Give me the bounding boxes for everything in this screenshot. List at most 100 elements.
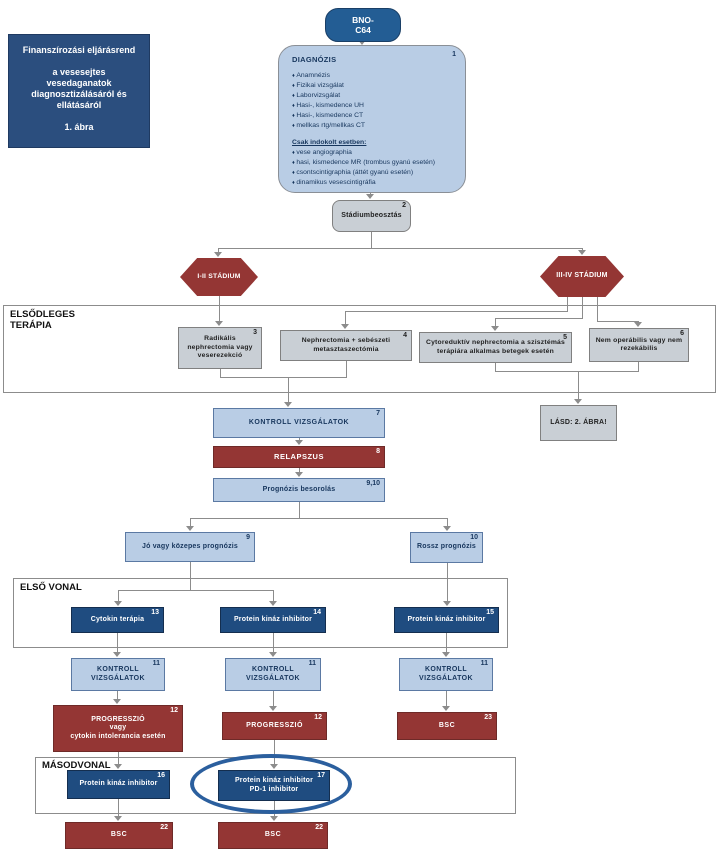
step-number: 8 xyxy=(376,448,380,455)
diagnosis-sub-bullet: hasi, kismedence MR (trombus gyanú eseté… xyxy=(292,158,457,168)
step-number: 6 xyxy=(680,330,684,337)
first-line-box-label: Protein kináz inhibitor xyxy=(233,615,313,623)
bsc-box-23: 23 BSC xyxy=(397,712,497,740)
connector-line xyxy=(371,232,372,248)
arrowhead-icon xyxy=(295,440,303,445)
highlight-ellipse xyxy=(190,754,352,814)
step-number: 7 xyxy=(376,410,380,417)
step-number: 22 xyxy=(315,824,323,831)
first-line-section-label: ELSŐ VONAL xyxy=(20,582,82,593)
kontroll-label: KONTROLL VIZSGÁLATOK xyxy=(248,418,350,426)
primary-box-nephrectomy-metastasectomy: 4 Nephrectomia + sebészeti metasztaszect… xyxy=(280,330,412,361)
bad-prognosis-box: 10 Rossz prognózis xyxy=(410,532,483,563)
second-line-section-label: MÁSODVONAL xyxy=(42,760,111,771)
primary-therapy-section xyxy=(3,305,716,393)
good-medium-prognosis-label: Jó vagy közepes prognózis xyxy=(141,542,239,550)
connector-line xyxy=(345,311,568,312)
stage-3-4-label: III-IV STÁDIUM xyxy=(556,272,608,280)
step-number: 11 xyxy=(480,660,488,667)
see-figure-2-label: LÁSD: 2. ÁBRA! xyxy=(550,418,607,426)
connector-line xyxy=(218,248,583,249)
connector-line xyxy=(288,378,289,403)
arrowhead-icon xyxy=(295,472,303,477)
arrowhead-icon xyxy=(578,250,586,255)
connector-line xyxy=(345,312,346,325)
bsc-label: BSC xyxy=(438,721,456,729)
connector-line xyxy=(218,249,219,254)
diagnosis-bullet: Hasi-, kismedence UH xyxy=(292,101,457,111)
diagnosis-bullet: Laborvizsgálat xyxy=(292,91,457,101)
connector-line xyxy=(446,691,447,707)
bad-prognosis-label: Rossz prognózis xyxy=(417,543,477,551)
arrowhead-icon xyxy=(113,652,121,657)
bsc-box-22: 22 BSC xyxy=(218,822,328,849)
connector-line xyxy=(447,563,448,601)
relapse-label: RELAPSZUS xyxy=(274,451,324,461)
arrowhead-icon xyxy=(114,601,122,606)
relapse-box: 8 RELAPSZUS xyxy=(213,446,385,468)
step-number: 3 xyxy=(253,329,257,336)
kontroll-label: KONTROLL VIZSGÁLATOK xyxy=(246,666,300,682)
stage-3-4-hexagon: III-IV STÁDIUM xyxy=(540,256,624,297)
connector-line xyxy=(117,633,118,653)
step-number: 22 xyxy=(160,824,168,831)
kontroll-vizsgalatok-box-11: 11 KONTROLL VIZSGÁLATOK xyxy=(71,658,165,691)
step-number: 1 xyxy=(452,51,456,58)
step-number: 12 xyxy=(170,707,178,714)
connector-line xyxy=(220,377,347,378)
connector-line xyxy=(273,633,274,653)
step-number: 12 xyxy=(314,714,322,721)
connector-line xyxy=(118,752,119,765)
connector-line xyxy=(582,297,583,318)
start-node-bno-c64: BNO- C64 xyxy=(325,8,401,42)
arrowhead-icon xyxy=(114,764,122,769)
bsc-label: BSC xyxy=(110,831,128,839)
arrowhead-icon xyxy=(269,706,277,711)
arrowhead-icon xyxy=(341,324,349,329)
primary-box-label: Radikális nephrectomia vagy veserezekció xyxy=(187,335,253,360)
step-number: 15 xyxy=(486,609,494,616)
primary-box-radical-nephrectomy: 3 Radikális nephrectomia vagy veserezekc… xyxy=(178,327,262,369)
primary-box-label: Nem operábilis vagy nem rezekábilis xyxy=(595,336,683,353)
first-line-box-label: Cytokin terápia xyxy=(90,615,145,623)
arrowhead-icon xyxy=(366,194,374,199)
good-medium-prognosis-box: 9 Jó vagy közepes prognózis xyxy=(125,532,255,562)
step-number: 4 xyxy=(403,332,407,339)
second-line-box-label: Protein kináz inhibitor xyxy=(79,780,158,788)
arrowhead-icon xyxy=(442,706,450,711)
connector-line xyxy=(495,319,496,327)
outcome-line: cytokin intolerancia esetén xyxy=(70,732,166,740)
diagnosis-bullet: Anamnézis xyxy=(292,71,457,81)
connector-line xyxy=(495,318,583,319)
start-line1: BNO- xyxy=(352,15,374,25)
connector-line xyxy=(495,363,496,372)
progression-cytokine-intolerance-box: 12 PROGRESSZIÓ vagy cytokin intolerancia… xyxy=(53,705,183,752)
connector-line xyxy=(567,297,568,312)
diagnosis-box: 1 DIAGNÓZIS Anamnézis Fizikai vizsgálat … xyxy=(278,45,466,193)
step-number: 13 xyxy=(151,609,159,616)
arrowhead-icon xyxy=(269,601,277,606)
see-figure-2-box: LÁSD: 2. ÁBRA! xyxy=(540,405,617,441)
primary-box-label: Nephrectomia + sebészeti metasztaszectóm… xyxy=(301,337,391,353)
step-number: 23 xyxy=(484,714,492,721)
stage-1-2-hexagon: I-II STÁDIUM xyxy=(180,258,258,296)
diagnosis-subheading: Csak indokolt esetben: xyxy=(292,139,367,146)
arrowhead-icon xyxy=(214,252,222,257)
diagnosis-heading: DIAGNÓZIS xyxy=(292,55,337,64)
diagnosis-sub-bullet: csontscintigraphia (áttét gyanú esetén) xyxy=(292,168,457,178)
connector-line xyxy=(638,362,639,372)
connector-line xyxy=(190,518,448,519)
staging-box: 2 Stádiumbeosztás xyxy=(332,200,411,232)
arrowhead-icon xyxy=(442,652,450,657)
connector-line xyxy=(299,468,300,473)
connector-line xyxy=(219,296,220,321)
step-number: 14 xyxy=(313,609,321,616)
connector-line xyxy=(220,369,221,378)
arrowhead-icon xyxy=(269,652,277,657)
progression-box: 12 PROGRESSZIÓ xyxy=(222,712,327,740)
info-line3: 1. ábra xyxy=(64,122,94,132)
connector-line xyxy=(447,519,448,527)
stage-1-2-label: I-II STÁDIUM xyxy=(197,272,241,280)
arrowhead-icon xyxy=(113,699,121,704)
kontroll-label: KONTROLL VIZSGÁLATOK xyxy=(419,666,473,682)
